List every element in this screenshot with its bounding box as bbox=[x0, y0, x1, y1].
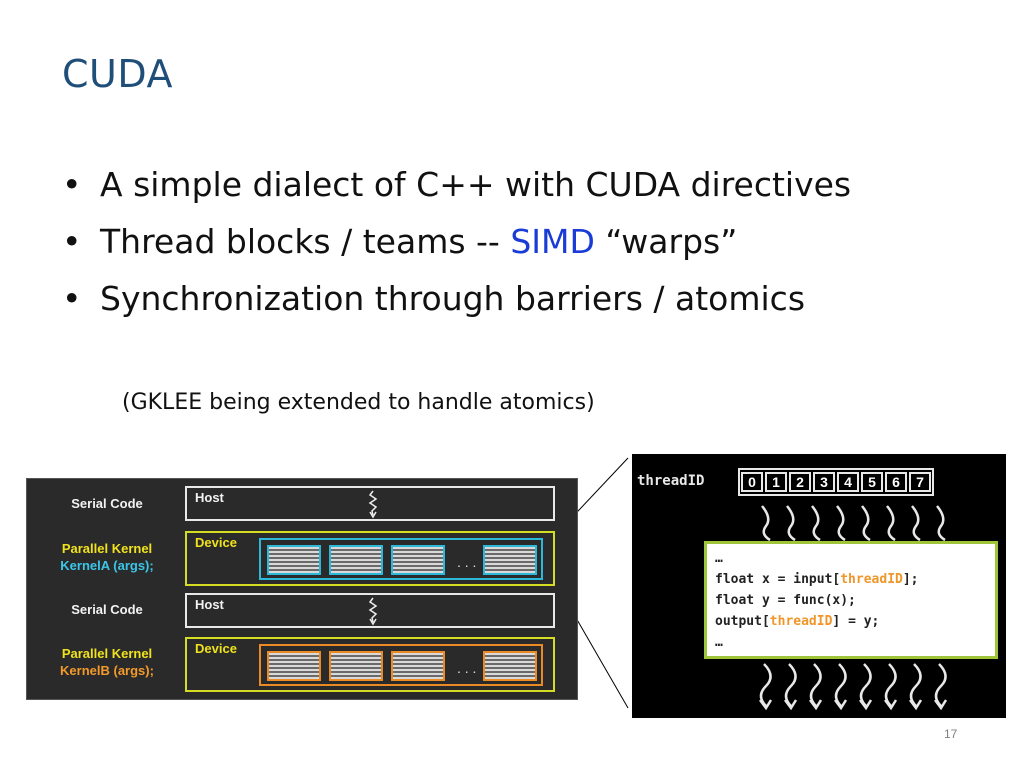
thread-arrow-out bbox=[809, 663, 822, 707]
thread-id-cell: 3 bbox=[813, 472, 835, 492]
code-line: float y = func(x); bbox=[715, 593, 856, 608]
arrow-head-icon bbox=[759, 699, 773, 711]
bullet-item: • Thread blocks / teams -- SIMD “warps” bbox=[62, 219, 851, 276]
kernel-b-grid: . . . bbox=[259, 644, 543, 686]
host-device-diagram: Serial Code Host Parallel Kernel KernelA… bbox=[26, 478, 578, 700]
thread-arrow-out bbox=[884, 663, 897, 707]
arrow-head-icon bbox=[934, 699, 948, 711]
code-text: float x = input[ bbox=[715, 572, 841, 587]
bullet-dot: • bbox=[62, 165, 82, 204]
simd-highlight: SIMD bbox=[510, 222, 595, 261]
thread-block bbox=[391, 651, 445, 681]
host-label: Host bbox=[195, 490, 224, 505]
thread-arrow-out bbox=[859, 663, 872, 707]
thread-arrow-in bbox=[836, 505, 846, 542]
thread-code-diagram: threadID 0 1 2 3 4 5 6 7 … float x = inp… bbox=[632, 454, 1006, 718]
device-label: Device bbox=[195, 535, 237, 550]
arrow-head-icon bbox=[909, 699, 923, 711]
code-line: float x = input[threadID]; bbox=[715, 569, 987, 590]
thread-arrow-in bbox=[811, 505, 821, 542]
code-text: ] = y; bbox=[832, 614, 880, 629]
arrow-head-icon bbox=[784, 699, 798, 711]
thread-block bbox=[483, 651, 537, 681]
thread-arrow-in bbox=[786, 505, 796, 542]
kernel-b-label: KernelB (args); bbox=[60, 663, 154, 678]
parallel-kernel-label: Parallel Kernel bbox=[61, 646, 153, 661]
code-line: … bbox=[715, 635, 723, 650]
ellipsis: . . . bbox=[457, 554, 477, 570]
thread-arrow-out bbox=[934, 663, 947, 707]
thread-block bbox=[483, 545, 537, 575]
host-box: Host bbox=[185, 486, 555, 521]
arrow-head-icon bbox=[809, 699, 823, 711]
thread-arrow-out bbox=[909, 663, 922, 707]
thread-id-cell: 7 bbox=[909, 472, 931, 492]
thread-id-label: threadID bbox=[637, 473, 705, 489]
bullet-text: A simple dialect of C++ with CUDA direct… bbox=[100, 165, 852, 204]
thread-id-cell: 0 bbox=[741, 472, 763, 492]
code-line: output[threadID] = y; bbox=[715, 611, 987, 632]
thread-block bbox=[267, 545, 321, 575]
bullet-text: Synchronization through barriers / atomi… bbox=[100, 279, 806, 318]
arrow-head-icon bbox=[834, 699, 848, 711]
thread-arrows bbox=[759, 505, 948, 711]
thread-id-cell: 5 bbox=[861, 472, 883, 492]
gklee-note: (GKLEE being extended to handle atomics) bbox=[122, 390, 595, 415]
bullet-text: Thread blocks / teams -- bbox=[100, 222, 511, 261]
thread-id-cell: 2 bbox=[789, 472, 811, 492]
thread-id-strip: 0 1 2 3 4 5 6 7 bbox=[738, 468, 934, 496]
thread-arrow-out bbox=[784, 663, 797, 707]
thread-id-cell: 4 bbox=[837, 472, 859, 492]
device-label: Device bbox=[195, 641, 237, 656]
parallel-kernel-label: Parallel Kernel bbox=[61, 541, 153, 556]
bullet-list: • A simple dialect of C++ with CUDA direc… bbox=[62, 162, 851, 333]
bullet-dot: • bbox=[62, 222, 82, 261]
device-box-a: Device . . . bbox=[185, 531, 555, 586]
kernel-a-grid: . . . bbox=[259, 538, 543, 580]
kernel-code-box: … float x = input[threadID]; float y = f… bbox=[704, 541, 998, 659]
thread-id-highlight: threadID bbox=[840, 572, 903, 587]
thread-id-cell: 6 bbox=[885, 472, 907, 492]
thread-arrow-in bbox=[936, 505, 946, 542]
kernel-a-label: KernelA (args); bbox=[60, 558, 154, 573]
code-text: ]; bbox=[902, 572, 919, 587]
thread-arrow-out bbox=[759, 663, 772, 707]
thread-arrow-out bbox=[834, 663, 847, 707]
host-box: Host bbox=[185, 593, 555, 628]
serial-thread-squiggle-icon bbox=[368, 490, 378, 519]
thread-id-highlight: threadID bbox=[769, 614, 833, 629]
thread-arrow-in bbox=[861, 505, 871, 542]
thread-block bbox=[391, 545, 445, 575]
thread-arrow-in bbox=[761, 505, 771, 542]
arrow-head-icon bbox=[859, 699, 873, 711]
slide-number: 17 bbox=[944, 727, 958, 741]
serial-thread-squiggle-icon bbox=[368, 597, 378, 626]
bullet-item: • Synchronization through barriers / atom… bbox=[62, 276, 851, 333]
thread-block bbox=[329, 651, 383, 681]
thread-block bbox=[329, 545, 383, 575]
serial-code-label: Serial Code bbox=[71, 602, 143, 617]
arrow-head-icon bbox=[884, 699, 898, 711]
host-label: Host bbox=[195, 597, 224, 612]
code-line: … bbox=[715, 551, 723, 566]
serial-code-label: Serial Code bbox=[71, 496, 143, 511]
code-text: output[ bbox=[715, 614, 770, 629]
bullet-item: • A simple dialect of C++ with CUDA direc… bbox=[62, 162, 851, 219]
bullet-dot: • bbox=[62, 279, 82, 318]
slide-title: CUDA bbox=[62, 52, 173, 96]
thread-block bbox=[267, 651, 321, 681]
bullet-text: “warps” bbox=[594, 222, 738, 261]
thread-arrow-in bbox=[886, 505, 896, 542]
device-box-b: Device . . . bbox=[185, 637, 555, 692]
thread-arrow-in bbox=[911, 505, 921, 542]
ellipsis: . . . bbox=[457, 660, 477, 676]
thread-id-cell: 1 bbox=[765, 472, 787, 492]
